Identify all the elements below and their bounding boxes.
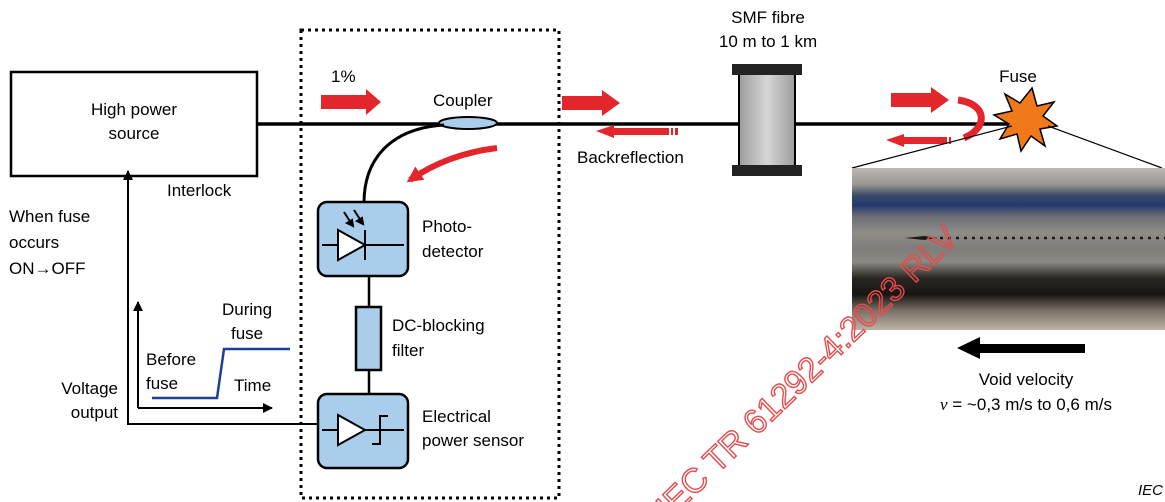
before-fuse-line2: fuse [146,374,178,393]
coupler-label: Coupler [433,91,493,110]
detection-module-boundary [299,28,561,500]
zoom-line-right [1047,125,1163,169]
fuse-note-line1: When fuse [9,207,90,226]
fuse-burst [992,86,1059,153]
interlock-feedback-line [123,170,318,425]
time-axis-label: Time [234,376,271,395]
tap-ratio-label: 1% [331,67,356,86]
void-direction-arrow [957,337,1085,359]
smf-label-line2: 10 m to 1 km [719,32,817,51]
high-power-source-box [9,70,259,178]
tap-fibre [362,123,445,204]
smf-label-line1: SMF fibre [731,8,805,27]
iec-tag: IEC [1138,482,1163,499]
fuse-label: Fuse [999,67,1037,86]
voltage-output-line1: Voltage [61,379,118,398]
dc-filter-label-line2: filter [392,341,424,360]
void-velocity-label: Void velocity [979,370,1074,389]
sensor-icon [322,413,404,447]
voltage-signal-trace [152,347,290,400]
watermark-text: IEC TR 61292-4:2023 RLV [649,218,966,502]
coupler-element [438,116,498,130]
reflection-curve-arrow [957,96,985,142]
dc-filter-label-line1: DC-blocking [392,316,485,335]
voltage-output-line2: output [71,403,119,422]
void-velocity-value: v = ~0,3 m/s to 0,6 m/s [940,395,1112,414]
during-fuse-line2: fuse [231,324,263,343]
source-label-line2: source [108,124,159,143]
before-fuse-line1: Before [146,350,196,369]
forward-arrow-2 [562,90,620,116]
photodetector-label-line1: Photo- [422,217,472,236]
backreflection-arrow [596,125,678,138]
photodetector-box [316,200,410,278]
during-fuse-line1: During [222,300,272,319]
photodetector-label-line2: detector [422,242,484,261]
backreflection-label: Backreflection [577,148,684,167]
velocity-range: = ~0,3 m/s to 0,6 m/s [948,395,1112,414]
tap-direction-arrow [406,145,498,183]
smf-fibre-spool [732,64,802,176]
interlock-label: Interlock [167,181,232,200]
photodiode-icon [322,209,404,262]
source-label-line1: High power [91,100,177,119]
fuse-note-line3: ON→OFF [9,259,86,278]
forward-arrow-3 [891,87,949,113]
sensor-label-line2: power sensor [422,431,524,450]
fuse-backreflection-arrow [886,134,951,147]
dc-blocking-filter [354,305,383,372]
sensor-label-line1: Electrical [422,407,491,426]
fibre-void-micrograph [852,168,1165,330]
zoom-line-left [851,125,1013,169]
fuse-note-line2: occurs [9,233,59,252]
forward-arrow-1 [321,89,381,115]
velocity-symbol: v [940,395,948,414]
